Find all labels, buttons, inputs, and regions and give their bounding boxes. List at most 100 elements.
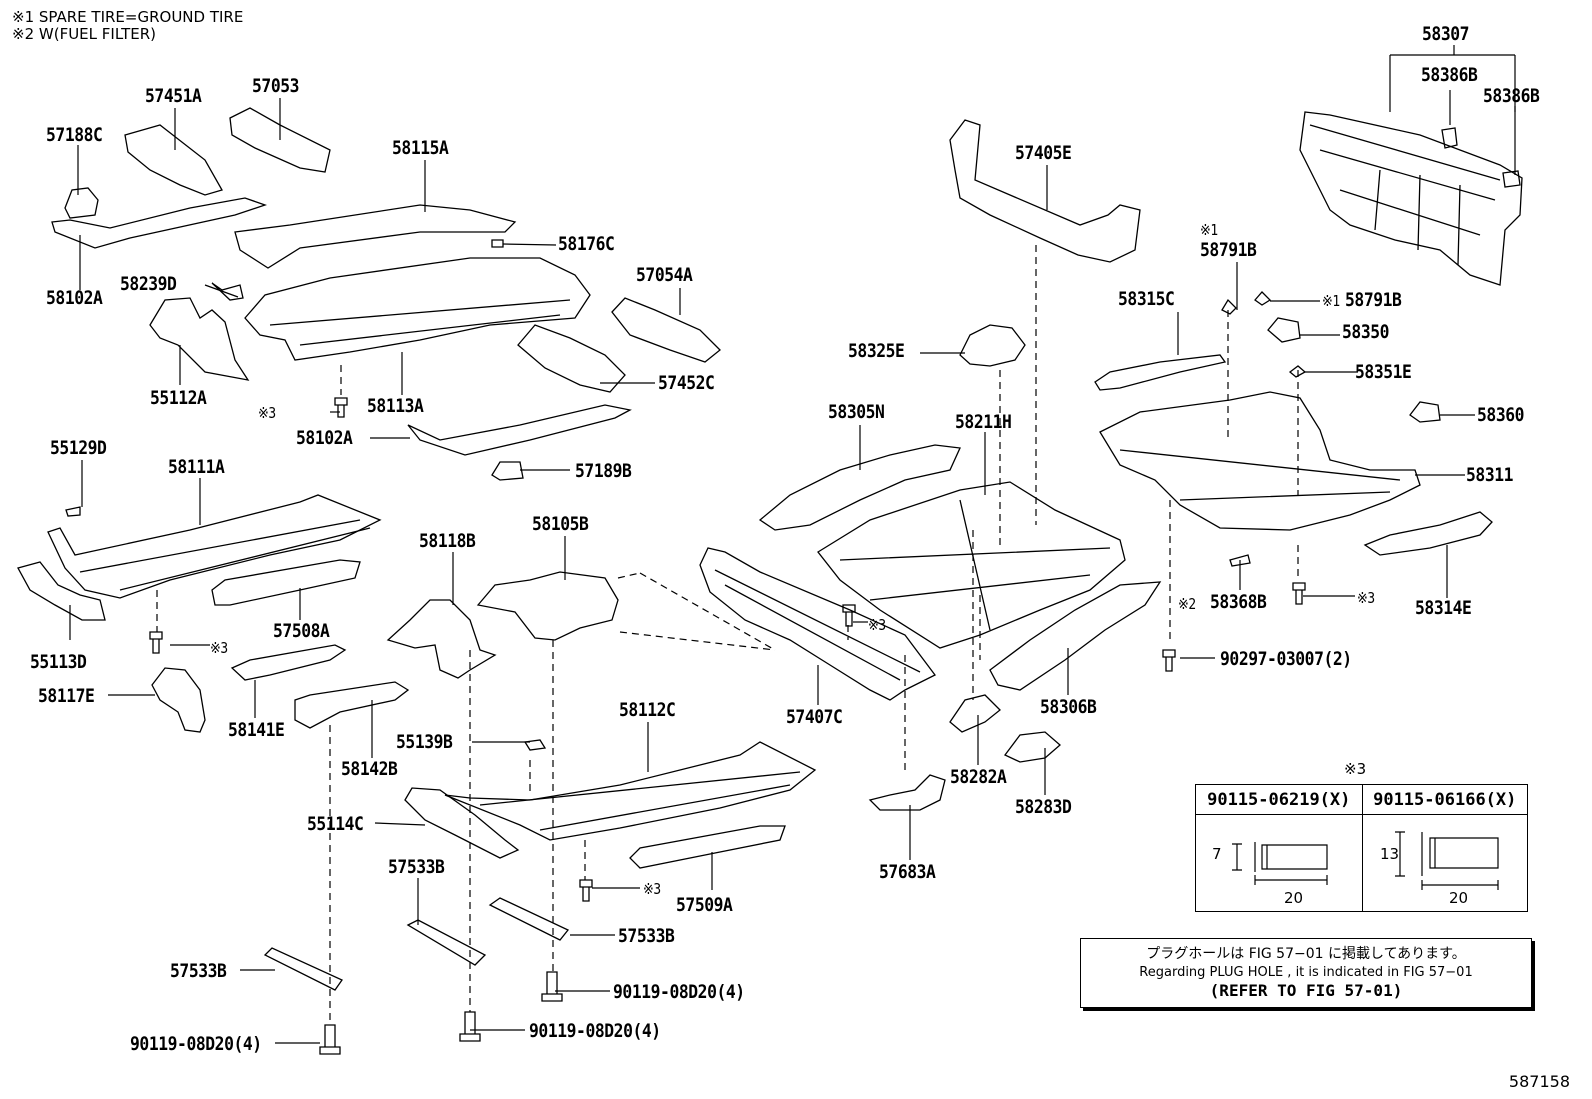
label-90297-03007[interactable]: 90297-03007(2) — [1220, 648, 1352, 670]
label-57683A[interactable]: 57683A — [879, 861, 936, 883]
part-57508A — [211, 559, 361, 606]
part-57053 — [229, 107, 331, 173]
label-58112C[interactable]: 58112C — [619, 699, 676, 721]
label-55112A[interactable]: 55112A — [150, 387, 207, 409]
label-58325E[interactable]: 58325E — [848, 340, 905, 362]
label-57508A[interactable]: 57508A — [273, 620, 330, 642]
part-55113D — [17, 561, 106, 621]
part-58311 — [1099, 391, 1421, 531]
part-58791B-a — [1221, 298, 1237, 315]
label-58791B-b[interactable]: 58791B — [1345, 289, 1402, 311]
part-58307 — [1299, 111, 1523, 286]
label-58791B-a[interactable]: 58791B — [1200, 239, 1257, 261]
dashed-lines — [156, 245, 1299, 1025]
label-58351E[interactable]: 58351E — [1355, 361, 1412, 383]
label-58315C[interactable]: 58315C — [1118, 288, 1175, 310]
part-58368B — [1229, 554, 1251, 567]
part-57407C — [699, 547, 936, 701]
label-57407C[interactable]: 57407C — [786, 706, 843, 728]
bolt — [319, 1024, 341, 1055]
label-57405E[interactable]: 57405E — [1015, 142, 1072, 164]
label-58102A-b[interactable]: 58102A — [296, 427, 353, 449]
bolt — [334, 397, 348, 418]
part-57533B-b — [488, 897, 570, 941]
label-58307[interactable]: 58307 — [1422, 23, 1470, 45]
label-58141E[interactable]: 58141E — [228, 719, 285, 741]
label-58211H[interactable]: 58211H — [955, 411, 1012, 433]
part-58360 — [1409, 401, 1441, 423]
label-58113A[interactable]: 58113A — [367, 395, 424, 417]
bolt — [149, 631, 163, 654]
mark-3-e: ※3 — [643, 880, 661, 898]
part-57533B-c — [263, 947, 343, 991]
label-57054A[interactable]: 57054A — [636, 264, 693, 286]
reference-fig-link[interactable]: (REFER TO FIG 57-01) — [1209, 981, 1403, 1000]
label-58282A[interactable]: 58282A — [950, 766, 1007, 788]
label-55139B[interactable]: 55139B — [396, 731, 453, 753]
label-90119-08D20-b[interactable]: 90119-08D20(4) — [529, 1020, 661, 1042]
bolt-table-header-right[interactable]: 90115-06166(X) — [1361, 785, 1527, 815]
bolt — [579, 879, 593, 902]
label-58360[interactable]: 58360 — [1477, 404, 1525, 426]
part-57054A — [611, 297, 721, 363]
label-57533B-b[interactable]: 57533B — [618, 925, 675, 947]
label-58142B[interactable]: 58142B — [341, 758, 398, 780]
bolt-right-height: 13 — [1380, 845, 1400, 863]
bolt-right-length: 20 — [1449, 889, 1469, 907]
bolt-table: 90115-06219(X) 90115-06166(X) 7 20 13 20 — [1195, 784, 1528, 912]
part-58306B — [989, 581, 1162, 691]
label-57533B-a[interactable]: 57533B — [388, 856, 445, 878]
label-58283D[interactable]: 58283D — [1015, 796, 1072, 818]
label-58350[interactable]: 58350 — [1342, 321, 1390, 343]
label-58311[interactable]: 58311 — [1466, 464, 1514, 486]
part-58386B-a — [1441, 127, 1458, 149]
part-58314E — [1363, 511, 1493, 556]
label-58305N[interactable]: 58305N — [828, 401, 885, 423]
label-58176C[interactable]: 58176C — [558, 233, 615, 255]
part-58239D — [211, 282, 244, 301]
label-58118B[interactable]: 58118B — [419, 530, 476, 552]
part-shapes — [17, 107, 1523, 1055]
part-55114C — [404, 787, 520, 859]
label-58306B[interactable]: 58306B — [1040, 696, 1097, 718]
part-58102A-a — [51, 197, 268, 249]
part-57452C — [517, 324, 626, 393]
label-58386B-a[interactable]: 58386B — [1421, 64, 1478, 86]
label-58105B[interactable]: 58105B — [532, 513, 589, 535]
mark-2: ※2 — [1178, 595, 1196, 613]
label-90119-08D20-a[interactable]: 90119-08D20(4) — [613, 981, 745, 1003]
part-58325E — [959, 324, 1026, 367]
part-58102A-b — [407, 404, 632, 456]
label-57452C[interactable]: 57452C — [658, 372, 715, 394]
part-58113A — [244, 257, 591, 361]
label-57189B[interactable]: 57189B — [575, 460, 632, 482]
label-55113D[interactable]: 55113D — [30, 651, 87, 673]
notes-block: ※1 SPARE TIRE=GROUND TIRE ※2 W(FUEL FILT… — [12, 9, 243, 43]
label-58368B[interactable]: 58368B — [1210, 591, 1267, 613]
label-57533B-c[interactable]: 57533B — [170, 960, 227, 982]
label-58239D[interactable]: 58239D — [120, 273, 177, 295]
label-58117E[interactable]: 58117E — [38, 685, 95, 707]
part-58350 — [1267, 317, 1301, 343]
label-57053[interactable]: 57053 — [252, 75, 300, 97]
label-58314E[interactable]: 58314E — [1415, 597, 1472, 619]
label-57451A[interactable]: 57451A — [145, 85, 202, 107]
bolt-table-title: ※3 — [1344, 760, 1367, 778]
bolt-table-header-left[interactable]: 90115-06219(X) — [1196, 785, 1362, 815]
label-58115A[interactable]: 58115A — [392, 137, 449, 159]
reference-en: Regarding PLUG HOLE , it is indicated in… — [1139, 965, 1473, 980]
label-58111A[interactable]: 58111A — [168, 456, 225, 478]
part-58211H — [817, 481, 1126, 649]
label-58386B-b[interactable]: 58386B — [1483, 85, 1540, 107]
note-1: ※1 SPARE TIRE=GROUND TIRE — [12, 8, 244, 26]
label-55114C[interactable]: 55114C — [307, 813, 364, 835]
label-57188C[interactable]: 57188C — [46, 124, 103, 146]
part-58142B — [294, 681, 410, 729]
label-55129D[interactable]: 55129D — [50, 437, 107, 459]
label-57509A[interactable]: 57509A — [676, 894, 733, 916]
label-90119-08D20-c[interactable]: 90119-08D20(4) — [130, 1033, 262, 1055]
bolt-left-length: 20 — [1284, 889, 1304, 907]
bolt — [1162, 649, 1176, 672]
label-58102A-a[interactable]: 58102A — [46, 287, 103, 309]
